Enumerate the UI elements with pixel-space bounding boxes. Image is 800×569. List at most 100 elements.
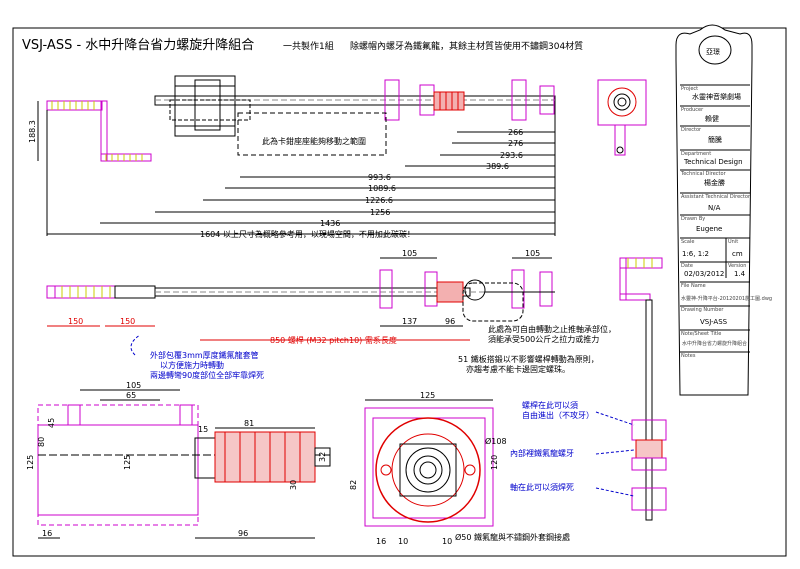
- sheet-label: Note/Sheet Title: [681, 331, 721, 337]
- end-view-bearing: [607, 87, 637, 117]
- mid-crank: [54, 285, 116, 299]
- crank-shaft: [100, 153, 152, 162]
- dim-15: 15: [198, 425, 208, 434]
- dim-80: 80: [37, 437, 46, 447]
- teflon-nut: [433, 91, 465, 111]
- dim-276: 276: [508, 139, 523, 148]
- tech-director-value: 楊金勝: [704, 178, 725, 187]
- drawing-title: VSJ-ASS - 水中升降台省力螺旋升降組合: [22, 38, 254, 53]
- teflon-sleeve: [214, 431, 316, 483]
- dim-10-right: 10: [442, 537, 452, 546]
- unit-value: cm: [732, 250, 743, 258]
- tube-note-line1: 外部包覆3mm厚度鐵氟龍套管: [150, 350, 259, 360]
- vertical-screw: [645, 299, 653, 521]
- file-value: 水靈神-升降平台-20120201施工圖.dwg: [681, 295, 772, 302]
- dim-32: 32: [318, 452, 327, 462]
- mid-teflon-nut: [436, 281, 464, 303]
- dim-125-mid: 125: [123, 455, 132, 470]
- side-note-c: 軸在此可以須焊死: [510, 482, 574, 492]
- date-value: 02/03/2012: [684, 270, 724, 278]
- dim-30: 30: [289, 480, 298, 490]
- dim-96-bottom: 96: [238, 529, 248, 538]
- dim-16-flange: 16: [376, 537, 386, 546]
- end-view-frame: [597, 79, 647, 126]
- director-value: 簡騰: [708, 135, 722, 144]
- bearing-note-line2: 須能承受500公斤之拉力或推力: [488, 334, 599, 344]
- crank-handle: [46, 100, 103, 111]
- vertical-teflon-nut: [635, 439, 663, 459]
- carriage-range-box: [237, 112, 387, 156]
- version-label: Version: [728, 263, 746, 269]
- dim-1089: 1089.6: [368, 184, 396, 193]
- top-assembly-view: 此為卡鉗座座能夠移動之範圍 188.3 266 276 293.6 389.6 …: [28, 75, 647, 239]
- end-plate: [511, 79, 527, 121]
- end-bracket: [539, 85, 555, 115]
- scale-value: 1:6, 1:2: [682, 250, 709, 258]
- bearing-note-line1: 此處為可自由轉動之止推軸承部位，: [488, 324, 616, 334]
- producer-value: 賴健: [705, 114, 719, 123]
- dim-45: 45: [47, 418, 56, 428]
- middle-assembly-view: 105 105 150 150 137 96 850 螺桿 (M32 pitch…: [46, 249, 616, 380]
- dim-188: 188.3: [28, 120, 37, 143]
- overall-note: 1604 以上尺寸為概略參考用，以現場空間，不用加此碳碳！: [200, 229, 415, 239]
- dim-96: 96: [445, 317, 455, 326]
- dim-1436: 1436: [320, 219, 340, 228]
- drawing-value: VSJ-ASS: [700, 318, 728, 326]
- dim-389: 389.6: [486, 162, 509, 171]
- date-label: Date: [681, 263, 693, 269]
- side-note-b: 內部裡鐵氟龍螺牙: [510, 448, 574, 458]
- version-value: 1.4: [734, 270, 746, 278]
- notes-label: Notes: [681, 353, 696, 359]
- title-block-frame: [675, 24, 753, 396]
- material-note: 除螺帽內螺牙為鐵氟龍，其餘主材質皆使用不鏽鋼304材質: [350, 40, 583, 52]
- mid-bearing: [464, 279, 486, 301]
- drawn-value: Eugene: [696, 225, 722, 233]
- quantity-note: 一共製作1組: [283, 40, 334, 52]
- drawing-label: Drawing Number: [681, 307, 724, 313]
- carriage-frame: [174, 75, 236, 137]
- tech-director-label: Technical Director: [680, 171, 727, 177]
- dim-16-left: 16: [42, 529, 52, 538]
- dim-108: Ø108: [485, 436, 507, 446]
- assistant-label: Assistant Technical Director: [681, 194, 751, 200]
- side-note-a-line1: 螺桿在此可以須: [522, 400, 578, 410]
- teflon-joint-note: Ø50 鐵氟龍與不鏽鋼外套鋼接處: [455, 532, 570, 542]
- thread-note-line1: 51 鐵板搭鍛以不影響螺桿轉動為原則，: [458, 354, 599, 364]
- file-label: File Name: [681, 283, 706, 289]
- dim-105-top-right: 105: [525, 249, 540, 258]
- dim-125-left: 125: [26, 455, 35, 470]
- flange-bore: [405, 447, 451, 493]
- dim-150-left: 150: [68, 317, 83, 326]
- scale-label: Scale: [681, 239, 694, 245]
- sheet-border: [12, 27, 787, 557]
- tube-note-line3: 兩邊轉彎90度部位全部牢靠焊死: [150, 370, 264, 380]
- side-note-a-line2: 自由進出（不攻牙）: [522, 410, 594, 420]
- drawn-label: Drawn By: [681, 216, 705, 222]
- nut-plate-left: [384, 79, 400, 121]
- dim-120: 120: [490, 455, 499, 470]
- logo-text: 亞璟: [706, 48, 720, 56]
- flange-bolt-hole: [380, 464, 392, 476]
- tube-note-line2: 以方便施力時轉動: [160, 360, 224, 370]
- dim-81: 81: [244, 419, 254, 428]
- project-value: 水靈神音樂劇場: [692, 92, 741, 101]
- dim-1256: 1256: [370, 208, 390, 217]
- flange-plate: [364, 407, 494, 527]
- unit-label: Unit: [728, 239, 738, 245]
- thread-note-line2: 亦趨考慮不能卡邊固定螺珠。: [466, 364, 570, 374]
- logo-badge: [698, 35, 732, 65]
- dim-105-bottom: 105: [126, 381, 141, 390]
- end-view-leg: [614, 124, 626, 156]
- dim-65: 65: [126, 391, 136, 400]
- dim-125-flange: 125: [420, 391, 435, 400]
- range-note: 此為卡鉗座座能夠移動之範圍: [262, 136, 366, 146]
- sheet-value: 水中升降台省力螺旋升降組合: [682, 340, 747, 347]
- dim-993: 993.6: [368, 173, 391, 182]
- dim-1226: 1226.6: [365, 196, 393, 205]
- top-dimension-chain: 266 276 293.6 389.6 993.6 1089.6 1226.6 …: [46, 105, 556, 239]
- screw-length-note: 850 螺桿 (M32 pitch10) 需系長度: [270, 335, 397, 345]
- dim-137: 137: [402, 317, 417, 326]
- dim-10-left: 10: [398, 537, 408, 546]
